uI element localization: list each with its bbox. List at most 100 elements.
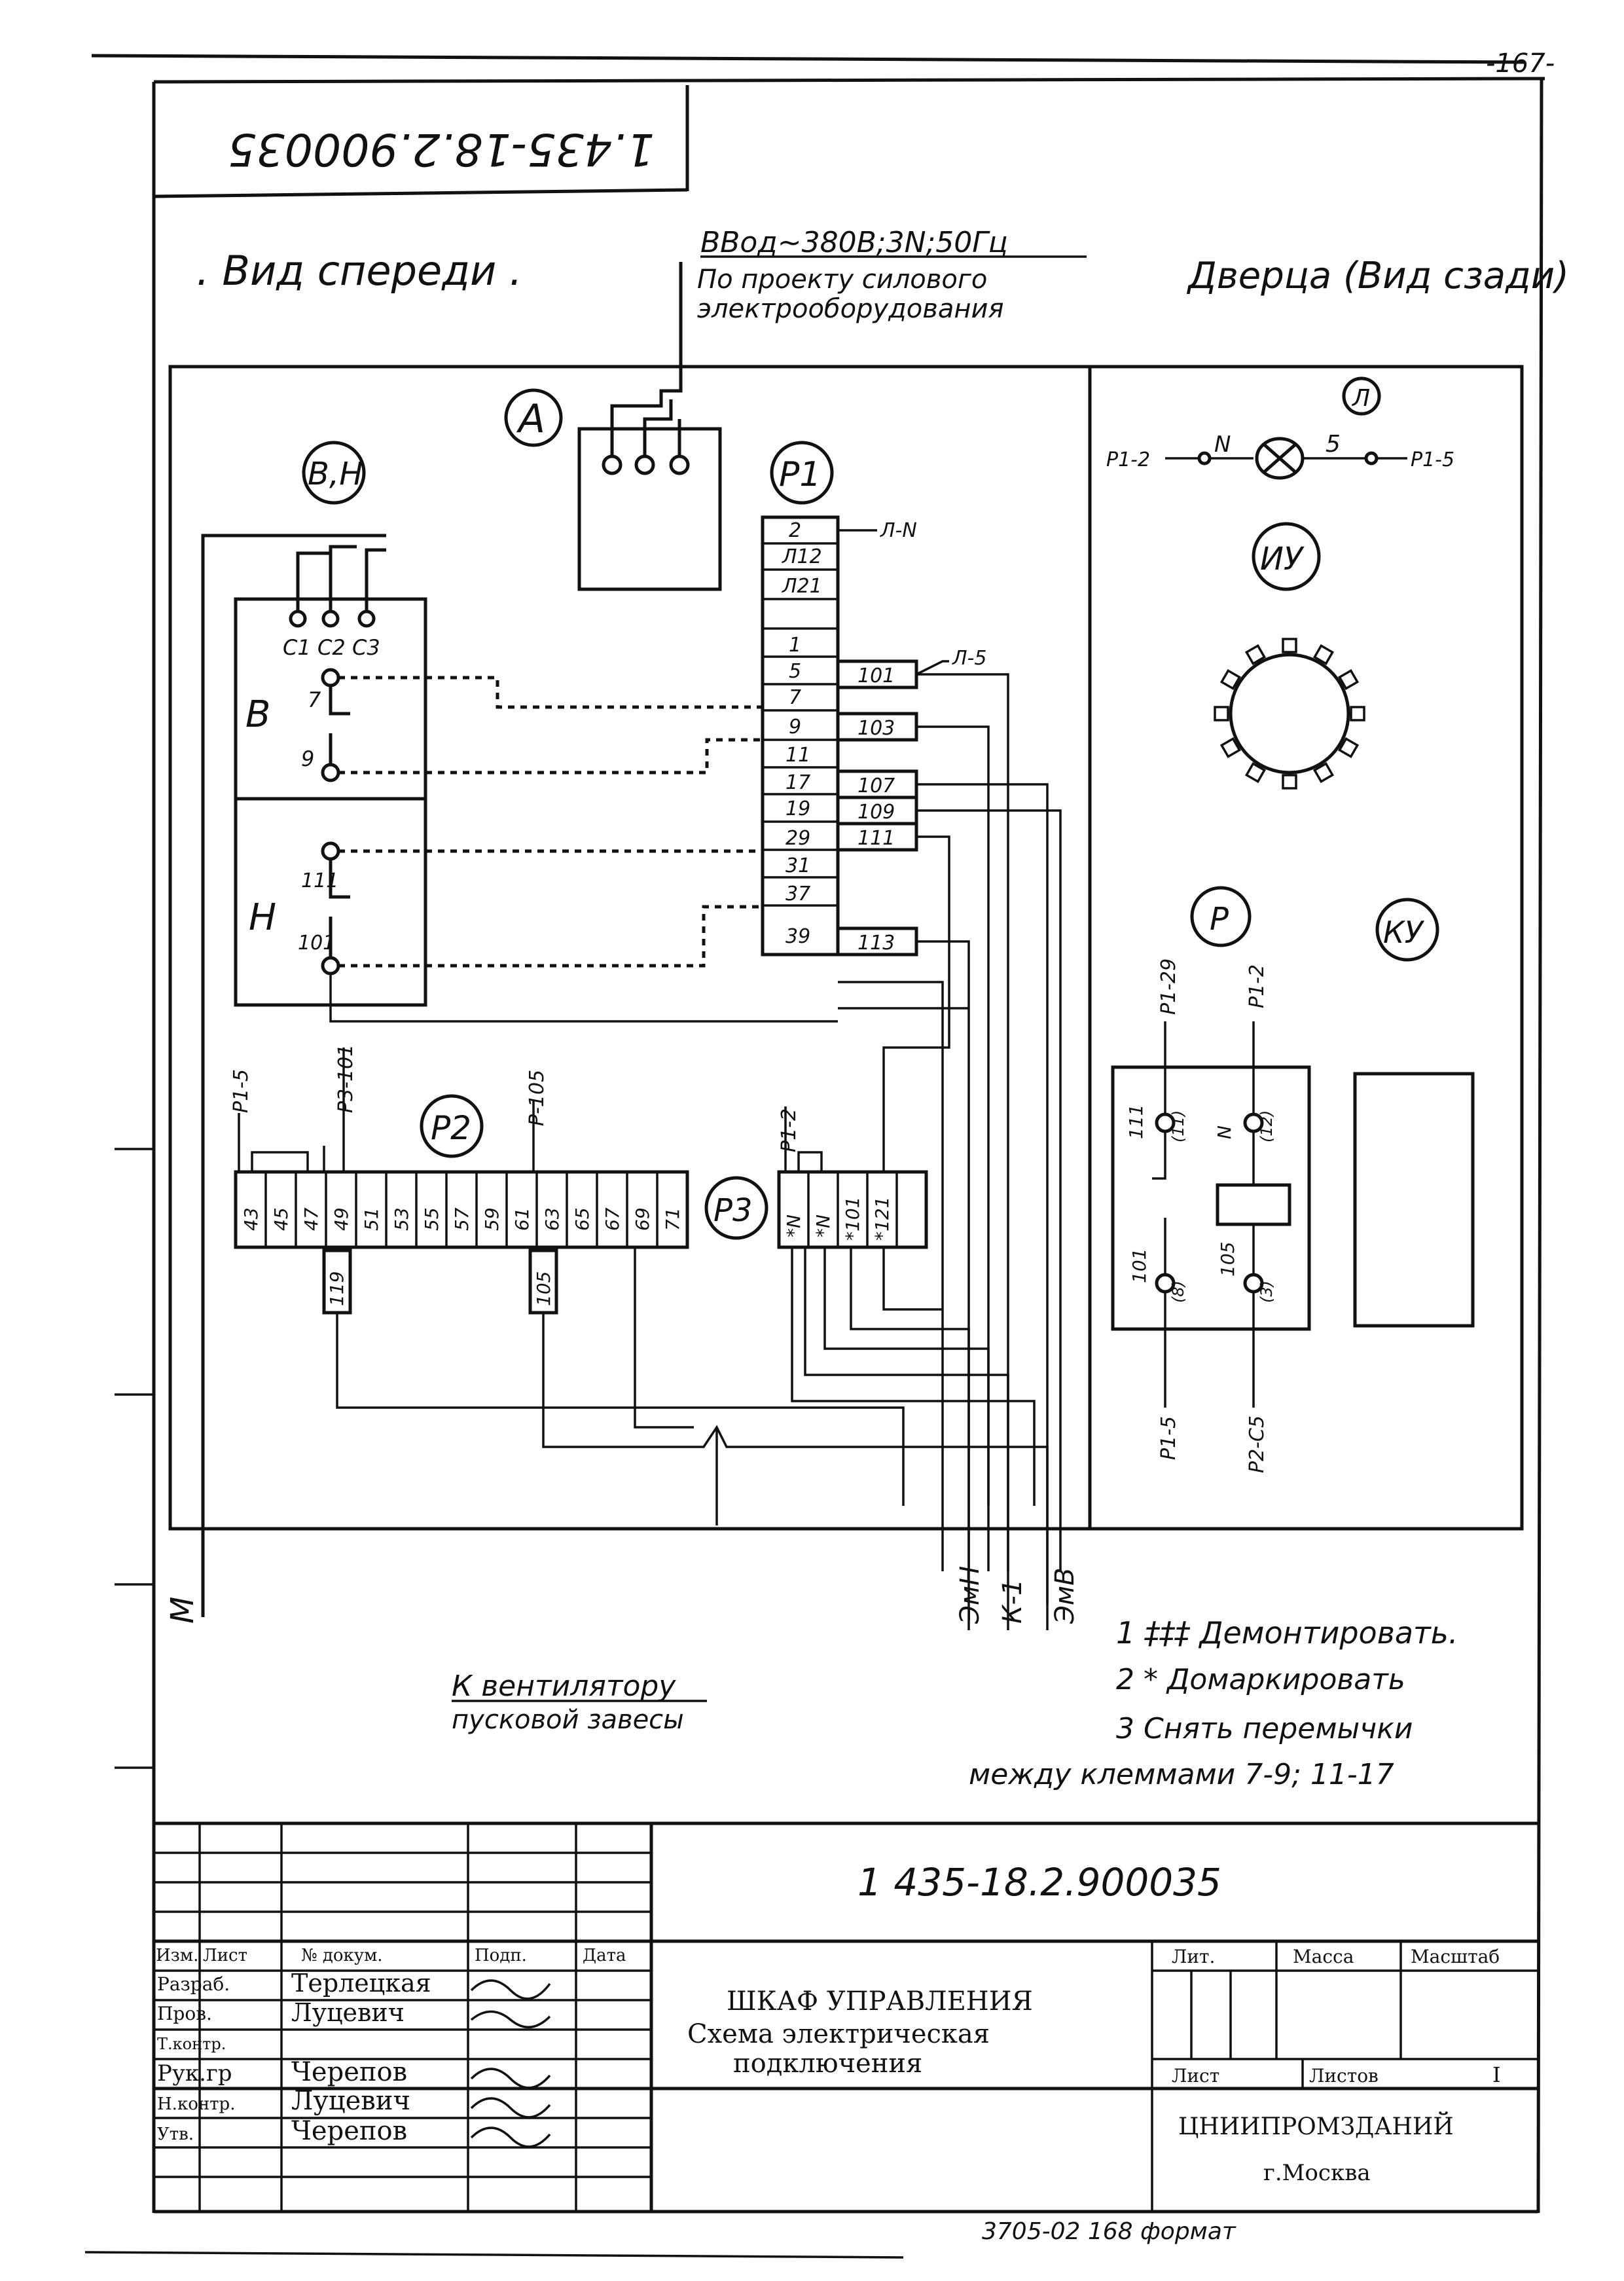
knob-tooth [1338,737,1360,759]
svg-text:Черепов: Черепов [291,2057,407,2087]
svg-text:Т.контр.: Т.контр. [157,2035,226,2053]
svg-text:Р1-5: Р1-5 [230,1069,253,1113]
p1-t6: 7 [789,686,801,709]
cabinet-outline [168,365,1524,1531]
terminal-strip-p1: Р1 2 Л12 Л21 1 5 7 9 11 17 19 29 31 37 3… [761,441,986,957]
note-1: 1 ‡‡‡ Демонтировать. [1116,1615,1458,1651]
svg-text:I: I [1492,2062,1501,2087]
p2-terminal-label: 49 [331,1207,352,1231]
svg-text:101: 101 [1128,1249,1150,1283]
svg-text:М: М [164,1597,201,1624]
svg-text:Подп.: Подп. [475,1946,527,1965]
svg-text:С2: С2 [317,635,346,660]
knob-tooth [1244,644,1267,665]
org-city: г.Москва [1263,2160,1371,2186]
knob-tooth [1282,774,1297,790]
title-line3: подключения [733,2049,922,2079]
svg-text:Р3: Р3 [713,1192,752,1229]
svg-text:101: 101 [857,665,895,687]
svg-text:Н.контр.: Н.контр. [157,2094,235,2114]
svg-text:(3): (3) [1257,1281,1276,1303]
svg-text:*121: *121 [871,1197,893,1241]
door-view-label: Дверца (Вид сзади) [1186,255,1569,297]
fan-label-line1: К вентилятору [452,1670,676,1703]
svg-text:Лит.: Лит. [1172,1946,1215,1967]
p1-t2: Л21 [782,575,822,598]
p2-terminal-label: 45 [270,1207,292,1231]
svg-text:Р2: Р2 [431,1109,471,1147]
svg-text:В,Н: В,Н [308,456,363,492]
p1-t1: Л12 [782,545,822,568]
svg-text:Л-5: Л-5 [952,647,986,670]
notes: 1 ‡‡‡ Демонтировать. 2 * Домаркировать 3… [969,1615,1458,1791]
p1-t8: 11 [785,744,810,767]
svg-text:К-1: К-1 [998,1579,1028,1624]
svg-text:Пров.: Пров. [157,2003,212,2024]
page-number: -167- [1486,48,1555,79]
input-project-label: По проекту силового [697,265,987,295]
p2-terminal-label: 55 [421,1207,442,1231]
svg-text:КУ: КУ [1383,915,1425,950]
svg-text:Р1-2: Р1-2 [1246,964,1269,1008]
p2-terminal-label: 51 [361,1207,382,1231]
svg-text:Р3-101: Р3-101 [334,1044,357,1113]
knob-tooth [1219,668,1241,691]
svg-text:Листов: Листов [1309,2065,1379,2087]
svg-text:Р1-29: Р1-29 [1157,958,1180,1015]
svg-text:Черепов: Черепов [291,2116,407,2146]
p2-terminal-label: 59 [481,1207,503,1231]
front-view-label: . Вид спереди . [196,247,522,295]
stamp-box: 1.435-18.2.900035 [153,85,689,198]
footer-format: 3705-02 168 формат [982,2218,1236,2245]
selector-iu: ИУ [1214,522,1365,790]
contactor-bn: В,Н С1 С2 С3 В Н 7 9 111 101 [234,441,427,1007]
input-supply-label: ВВод~380В;3N;50Гц [700,226,1008,259]
svg-text:105: 105 [533,1271,554,1306]
svg-text:№ докум.: № докум. [301,1946,383,1965]
p1-outgoing-wires [329,673,1062,1571]
svg-text:111: 111 [1125,1104,1147,1139]
p1-t10: 19 [785,797,810,820]
svg-text:101: 101 [298,932,335,955]
svg-text:*N: *N [812,1214,834,1237]
p1-t13: 37 [785,883,810,905]
svg-text:N: N [1214,1125,1235,1139]
knob-tooth [1338,668,1360,691]
svg-text:(8): (8) [1169,1281,1187,1303]
svg-text:109: 109 [857,801,895,824]
p1-t7: 9 [789,716,801,739]
svg-text:105: 105 [1217,1242,1238,1277]
svg-text:Луцевич: Луцевич [291,1998,405,2027]
svg-text:(11): (11) [1169,1110,1187,1142]
svg-text:Р2-С5: Р2-С5 [1246,1415,1269,1473]
p2-terminal-label: 53 [391,1207,412,1231]
knob-tooth [1214,706,1229,721]
knob-tooth [1312,762,1335,784]
svg-text:ЭмВ: ЭмВ [1050,1567,1080,1624]
svg-text:(12): (12) [1257,1110,1276,1142]
p1-t12: 31 [785,854,810,877]
svg-text:111: 111 [301,869,338,892]
svg-text:Л-N: Л-N [880,519,917,542]
svg-text:111: 111 [857,827,895,850]
title-line2: Схема электрическая [687,2019,990,2049]
svg-text:119: 119 [326,1271,348,1306]
svg-text:В: В [245,693,270,736]
knob-tooth [1350,706,1365,721]
svg-text:*N: *N [783,1214,804,1237]
svg-text:Рук.гр: Рук.гр [157,2060,232,2087]
p2-terminal-label: 67 [602,1207,623,1231]
p2-terminal-label: 65 [571,1207,593,1231]
svg-text:113: 113 [857,932,895,955]
svg-text:Р1-2: Р1-2 [778,1108,801,1152]
p1-t9: 17 [785,771,810,794]
svg-text:Разраб.: Разраб. [157,1973,230,1995]
note-4: между клеммами 7-9; 11-17 [969,1758,1394,1791]
sheet-frame [84,54,1545,2259]
svg-text:*101: *101 [842,1197,863,1241]
svg-text:С1: С1 [283,635,311,660]
p2-terminal-label: 63 [541,1207,563,1231]
knob-tooth [1244,762,1267,784]
